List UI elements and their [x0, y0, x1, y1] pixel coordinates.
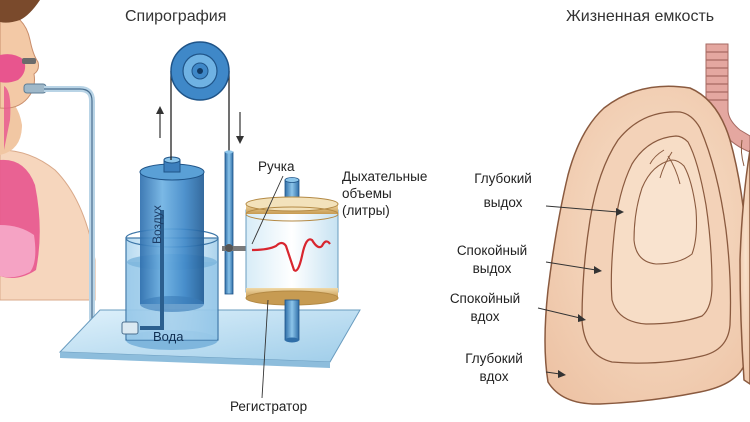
water-label: Вода: [153, 329, 184, 344]
volumes-label-line2: объемы: [342, 186, 392, 201]
calm-exhale-line1: Спокойный: [456, 243, 528, 258]
deep-exhale-line2: выдох: [483, 195, 523, 210]
face-icon: [0, 0, 96, 301]
arrow-down-icon: [236, 112, 244, 144]
handle-label: Ручка: [258, 159, 295, 174]
leader-calm-exhale: [545, 261, 602, 274]
arrow-up-icon: [156, 106, 164, 138]
calm-inhale-line2: вдох: [470, 309, 500, 324]
leader-recorder: [261, 299, 269, 399]
volumes-label-line1: Дыхательные: [342, 169, 428, 184]
spirogram-trace: [251, 238, 331, 272]
deep-exhale-line1: Глубокий: [474, 171, 532, 186]
air-label: Воздух: [150, 205, 164, 244]
deep-inhale-line2: вдох: [479, 369, 509, 384]
leader-deep-exhale: [545, 205, 624, 216]
leader-handle: [251, 175, 284, 245]
leader-deep-inhale: [545, 370, 566, 378]
lungs-icon: [544, 43, 750, 405]
recorder-label: Регистратор: [230, 399, 308, 414]
right-title: Жизненная емкость: [566, 8, 715, 25]
left-title: Спирография: [125, 8, 227, 25]
volumes-label-line3: (литры): [342, 203, 390, 218]
leader-calm-inhale: [537, 307, 586, 322]
pulley-icon: [170, 41, 230, 160]
deep-inhale-line1: Глубокий: [465, 351, 523, 366]
calm-inhale-line1: Спокойный: [449, 291, 521, 306]
calm-exhale-line2: выдох: [472, 261, 512, 276]
air-bell: [139, 156, 205, 312]
